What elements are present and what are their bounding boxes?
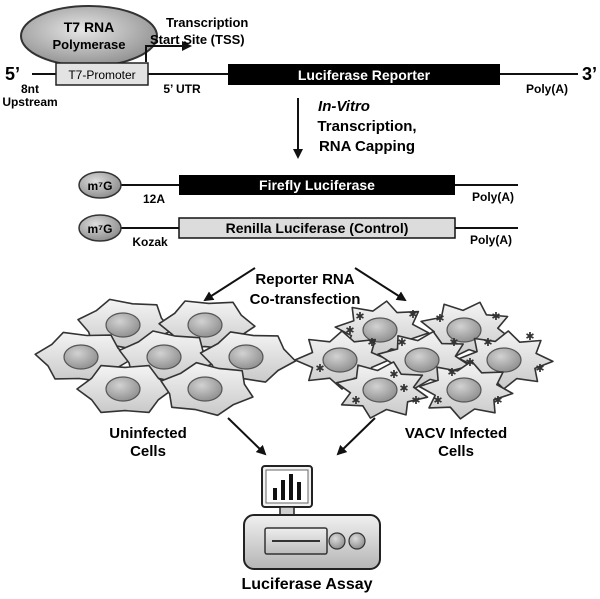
firefly-polya-label: Poly(A) — [472, 190, 514, 204]
virus-particle-icon: ✱ — [355, 311, 364, 323]
screen-bar-1 — [273, 488, 277, 500]
t7-promoter-label: T7-Promoter — [68, 68, 135, 82]
firefly-12a-label: 12A — [143, 192, 165, 206]
virus-particle-icon: ✱ — [465, 357, 474, 369]
virus-particle-icon: ✱ — [483, 337, 492, 349]
luminometer-knob-1 — [328, 532, 346, 550]
step2-label-2: Co-transfection — [250, 291, 361, 308]
upstream-label-2: Upstream — [2, 95, 57, 109]
firefly-cap-label: m⁷G — [88, 179, 113, 193]
tss-label-2: Start Site (TSS) — [150, 32, 245, 47]
cell-nucleus — [146, 344, 182, 370]
cell-nucleus — [187, 376, 223, 402]
virus-particle-icon: ✱ — [449, 337, 458, 349]
uninfected-to-assay-arrow — [227, 417, 267, 456]
cell-nucleus — [63, 344, 99, 370]
cell-nucleus — [322, 347, 358, 373]
virus-particle-icon: ✱ — [411, 395, 420, 407]
tss-arrow — [145, 41, 192, 62]
cotransfection-step: Reporter RNA Co-transfection — [203, 267, 407, 308]
cell-nucleus — [105, 376, 141, 402]
luminometer-icon — [243, 465, 381, 570]
dna-5prime-label: 5’ — [5, 64, 20, 84]
cell-nucleus — [105, 312, 141, 338]
virus-particle-icon: ✱ — [491, 311, 500, 323]
virus-particle-icon: ✱ — [535, 363, 544, 375]
t7-promoter-box — [55, 62, 149, 86]
luciferase-reporter-label: Luciferase Reporter — [298, 67, 431, 83]
virus-particle-icon: ✱ — [389, 369, 398, 381]
cell-nucleus — [187, 312, 223, 338]
renilla-mrna: m⁷G Kozak Renilla Luciferase (Control) P… — [78, 214, 518, 249]
virus-particle-icon: ✱ — [493, 395, 502, 407]
renilla-luciferase-label: Renilla Luciferase (Control) — [226, 220, 409, 236]
cell-nucleus — [486, 347, 522, 373]
cotransfection-arrow-right — [354, 267, 407, 302]
luminometer-knob-2 — [348, 532, 366, 550]
tss-label-1: Transcription — [166, 15, 248, 30]
virus-particle-icon: ✱ — [345, 325, 354, 337]
step1-label-2: Transcription, — [317, 118, 416, 135]
cell-nucleus — [362, 377, 398, 403]
screen-bar-2 — [281, 480, 285, 500]
firefly-luciferase-box — [179, 175, 455, 195]
virus-particle-icon: ✱ — [435, 313, 444, 325]
renilla-cap-ellipse — [78, 214, 122, 242]
uninfected-label-2: Cells — [130, 443, 166, 460]
infected-to-assay-arrow — [336, 417, 376, 456]
luciferase-assay-label: Luciferase Assay — [241, 576, 372, 593]
virus-particle-icon: ✱ — [447, 367, 456, 379]
virus-particle-icon: ✱ — [315, 363, 324, 375]
uninfected-label-1: Uninfected — [109, 425, 187, 442]
virus-particle-icon: ✱ — [433, 395, 442, 407]
cell-nucleus — [446, 317, 482, 343]
t7-polymerase-label-2: Polymerase — [53, 37, 126, 52]
virus-particle-icon: ✱ — [408, 309, 417, 321]
luciferase-reporter-box — [228, 64, 500, 85]
cell-nucleus — [228, 344, 264, 370]
virus-particle-icon: ✱ — [399, 383, 408, 395]
infected-label-1: VACV Infected — [405, 425, 507, 442]
infected-label-2: Cells — [438, 443, 474, 460]
uninfected-cell-cluster — [34, 298, 297, 417]
cell-nucleus — [446, 377, 482, 403]
step1-label-3: RNA Capping — [319, 138, 415, 155]
t7-polymerase-ellipse — [20, 5, 158, 67]
virus-particle-icon: ✱ — [525, 331, 534, 343]
upstream-label-1: 8nt — [21, 82, 39, 96]
cotransfection-arrow-left — [203, 267, 256, 302]
renilla-cap-label: m⁷G — [88, 222, 113, 236]
utr-label: 5’ UTR — [163, 82, 201, 96]
dna-3prime-label: 3’ — [582, 64, 597, 84]
step2-label-1: Reporter RNA — [255, 271, 354, 288]
virus-particle-icon: ✱ — [367, 337, 376, 349]
firefly-luciferase-label: Firefly Luciferase — [259, 177, 375, 193]
renilla-polya-label: Poly(A) — [470, 233, 512, 247]
firefly-mrna: m⁷G 12A Firefly Luciferase Poly(A) — [78, 171, 518, 206]
virus-particle-icon: ✱ — [351, 395, 360, 407]
t7-template-section: T7 RNA Polymerase Transcription Start Si… — [2, 5, 597, 109]
firefly-cap-ellipse — [78, 171, 122, 199]
step1-label-1: In-Vitro — [318, 98, 370, 115]
renilla-kozak-label: Kozak — [132, 235, 168, 249]
t7-polymerase-label-1: T7 RNA — [64, 19, 115, 35]
screen-bar-3 — [289, 474, 293, 500]
virus-particle-icon: ✱ — [397, 337, 406, 349]
screen-bar-4 — [297, 482, 301, 500]
cell-nucleus — [362, 317, 398, 343]
t7-polya-label: Poly(A) — [526, 82, 568, 96]
infected-cell-cluster: ✱✱✱✱✱✱✱✱✱✱✱✱✱✱✱✱✱✱✱✱ — [294, 300, 554, 420]
transcription-step: In-Vitro Transcription, RNA Capping — [293, 98, 417, 159]
renilla-luciferase-box — [178, 217, 456, 239]
cell-nucleus — [404, 347, 440, 373]
